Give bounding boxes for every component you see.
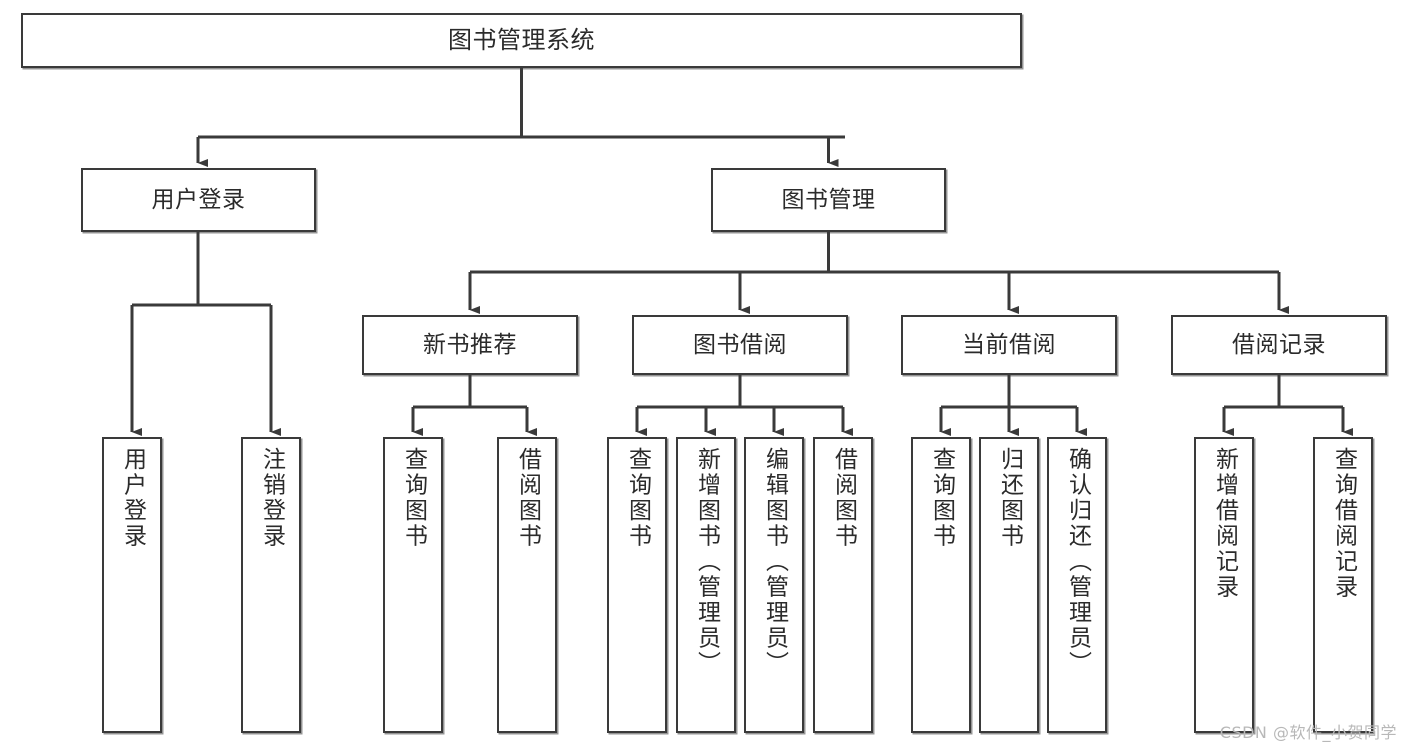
node-leaf-logout-login[interactable]: 注销登录 (241, 437, 301, 733)
node-label: 当前借阅 (962, 331, 1056, 358)
node-label: 归还图书 (996, 447, 1023, 549)
node-leaf-user-login[interactable]: 用户登录 (102, 437, 162, 733)
node-label: 新增借阅记录 (1211, 447, 1238, 600)
node-book-borrow[interactable]: 图书借阅 (632, 315, 848, 375)
node-book-management[interactable]: 图书管理 (711, 168, 946, 232)
node-leaf-return-book[interactable]: 归还图书 (979, 437, 1039, 733)
node-label: 用户登录 (151, 186, 246, 213)
node-label: 用户登录 (119, 447, 146, 549)
node-leaf-edit-book-admin[interactable]: 编辑图书（管理员） (744, 437, 804, 733)
watermark-text: CSDN @软件_小贺同学 (1219, 723, 1397, 742)
node-leaf-confirm-return-admin[interactable]: 确认归还（管理员） (1047, 437, 1107, 733)
node-label: 注销登录 (258, 447, 285, 549)
node-label: 查询借阅记录 (1330, 447, 1357, 600)
node-current-borrow[interactable]: 当前借阅 (901, 315, 1117, 375)
node-label: 借阅图书 (830, 447, 857, 549)
node-leaf-query-book-borrow[interactable]: 查询图书 (607, 437, 667, 733)
node-label: 确认归还（管理员） (1064, 447, 1091, 677)
node-leaf-add-book-admin[interactable]: 新增图书（管理员） (676, 437, 736, 733)
node-root-book-management-system[interactable]: 图书管理系统 (21, 13, 1022, 68)
node-leaf-query-book-recommend[interactable]: 查询图书 (383, 437, 443, 733)
node-label: 图书借阅 (693, 331, 787, 358)
node-leaf-borrow-book[interactable]: 借阅图书 (813, 437, 873, 733)
node-leaf-query-borrow-record[interactable]: 查询借阅记录 (1313, 437, 1373, 733)
node-label: 查询图书 (928, 447, 955, 549)
node-label: 图书管理 (781, 186, 876, 213)
node-label: 借阅图书 (514, 447, 541, 549)
node-user-login[interactable]: 用户登录 (81, 168, 316, 232)
node-label: 借阅记录 (1232, 331, 1326, 358)
node-label: 图书管理系统 (448, 25, 595, 54)
node-label: 新增图书（管理员） (693, 447, 720, 677)
node-label: 查询图书 (400, 447, 427, 549)
node-label: 编辑图书（管理员） (761, 447, 788, 677)
node-leaf-query-book-current[interactable]: 查询图书 (911, 437, 971, 733)
node-leaf-add-borrow-record[interactable]: 新增借阅记录 (1194, 437, 1254, 733)
node-leaf-borrow-book-recommend[interactable]: 借阅图书 (497, 437, 557, 733)
node-borrow-record[interactable]: 借阅记录 (1171, 315, 1387, 375)
node-label: 查询图书 (624, 447, 651, 549)
node-label: 新书推荐 (423, 331, 517, 358)
node-new-book-recommend[interactable]: 新书推荐 (362, 315, 578, 375)
